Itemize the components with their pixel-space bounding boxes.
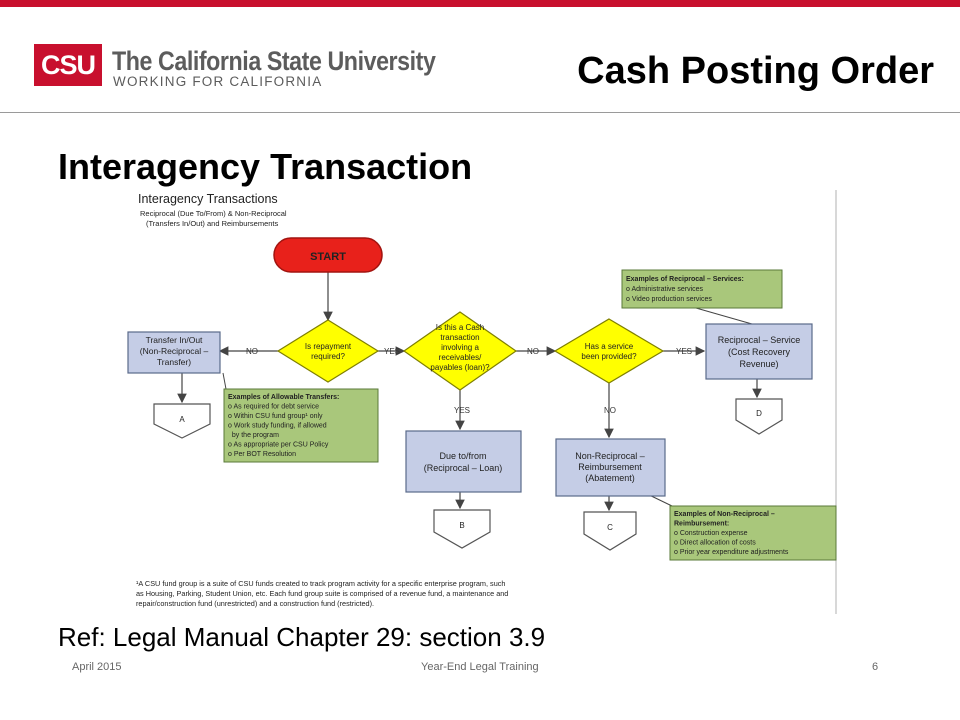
note-reimbursement [669,505,837,561]
process-nonrecip-line-2: Reimbursement [578,462,642,472]
process-recip-service-line-3: Revenue) [739,359,778,369]
logo-mark: CSU [34,44,102,86]
note-reimbursement-line-5: o Prior year expenditure adjustments [674,549,789,556]
reference-line: Ref: Legal Manual Chapter 29: section 3.… [58,622,546,652]
note-services-line-3: o Video production services [626,296,712,303]
decision-service-line-2: been provided? [581,352,637,361]
terminal-b [433,509,491,549]
note-reimbursement-line-2: Reimbursement: [674,521,729,528]
logo-tagline: WORKING FOR CALIFORNIA [113,74,323,89]
process-transfer-line-3: Transfer) [157,357,191,367]
note-transfers-line-5: by the program [228,432,279,439]
footnote-line-3: repair/construction fund (unrestricted) … [136,599,374,608]
section-heading: Interagency Transaction [58,146,473,187]
footer-event: Year-End Legal Training [421,661,539,673]
note-reimbursement-line-3: o Construction expense [674,530,748,537]
note-services-line-1: Examples of Reciprocal – Services: [626,276,744,283]
start-label: START [310,251,346,263]
footnote-line-1: ¹A CSU fund group is a suite of CSU fund… [136,579,505,588]
note-reimbursement-line-4: o Direct allocation of costs [674,540,756,547]
note-reimbursement-line-1: Examples of Non-Reciprocal – [674,511,775,518]
process-transfer-line-1: Transfer In/Out [146,335,203,345]
label-yes-service: YES [676,347,692,356]
decision-cash-line-1: Is this a Cash [436,323,484,332]
terminal-d-label: D [756,409,762,418]
process-nonrecip [555,438,666,497]
flowchart: Interagency Transactions Reciprocal (Due… [122,188,838,616]
label-yes-repayment: YES [384,347,400,356]
slide-title: Cash Posting Order [577,50,934,92]
note-transfers-line-1: Examples of Allowable Transfers: [228,394,339,401]
label-no-repayment: NO [246,347,258,356]
process-recip-service-line-1: Reciprocal – Service [718,335,801,345]
note-transfers-line-7: o Per BOT Resolution [228,451,296,458]
process-recip-service-line-2: (Cost Recovery [728,347,791,357]
diagram-subtitle-2: (Transfers In/Out) and Reimbursements [146,219,279,228]
terminal-c [583,511,637,551]
decision-service-line-1: Has a service [585,342,634,351]
decision-cash-line-3: involving a [441,343,479,352]
process-nonrecip-line-1: Non-Reciprocal – [575,451,645,461]
footer-page-number: 6 [872,661,879,673]
decision-repayment-line-2: required? [311,352,345,361]
process-transfer-line-2: (Non-Reciprocal – [140,346,209,356]
decision-repayment [276,319,380,383]
note-transfers-line-4: o Work study funding, if allowed [228,423,327,430]
top-accent-bar [0,0,960,7]
note-transfers [223,388,379,463]
process-due-line-1: Due to/from [439,451,486,461]
decision-repayment-line-1: Is repayment [305,342,352,351]
process-due [405,430,522,493]
diagram-title: Interagency Transactions [138,192,278,206]
process-due-line-2: (Reciprocal – Loan) [424,463,503,473]
terminal-a [153,403,211,439]
decision-cash [402,311,518,391]
terminal-b-label: B [459,521,464,530]
note-transfers-line-6: o As appropriate per CSU Policy [228,442,329,449]
decision-cash-line-2: transaction [440,333,479,342]
header-divider [0,112,960,113]
note-transfers-line-2: o As required for debt service [228,404,319,411]
decision-service [553,318,665,384]
note-services [621,269,783,309]
process-recip-service [705,323,813,380]
diagram-subtitle-1: Reciprocal (Due To/From) & Non-Reciproca… [140,209,287,218]
label-no-cash: NO [527,347,539,356]
terminal-d [735,398,783,435]
note-services-line-2: o Administrative services [626,286,704,293]
connector-note-transfers [222,372,227,390]
logo-name: The California State University [112,46,436,76]
terminal-a-label: A [179,415,185,424]
note-transfers-line-3: o Within CSU fund group¹ only [228,413,323,420]
flowchart-svg: Interagency Transactions Reciprocal (Due… [127,190,837,614]
footer-date: April 2015 [72,661,122,673]
label-yes-cash: YES [454,406,470,415]
decision-cash-line-5: payables (loan)? [430,363,490,372]
process-nonrecip-line-3: (Abatement) [585,473,635,483]
decision-cash-line-4: receivables/ [439,353,482,362]
start-node [273,237,383,273]
footnote-line-2: as Housing, Parking, Student Union, etc.… [136,589,508,598]
process-transfer [127,331,221,374]
label-no-service: NO [604,406,616,415]
connector-note-services [695,307,753,325]
terminal-c-label: C [607,523,613,532]
